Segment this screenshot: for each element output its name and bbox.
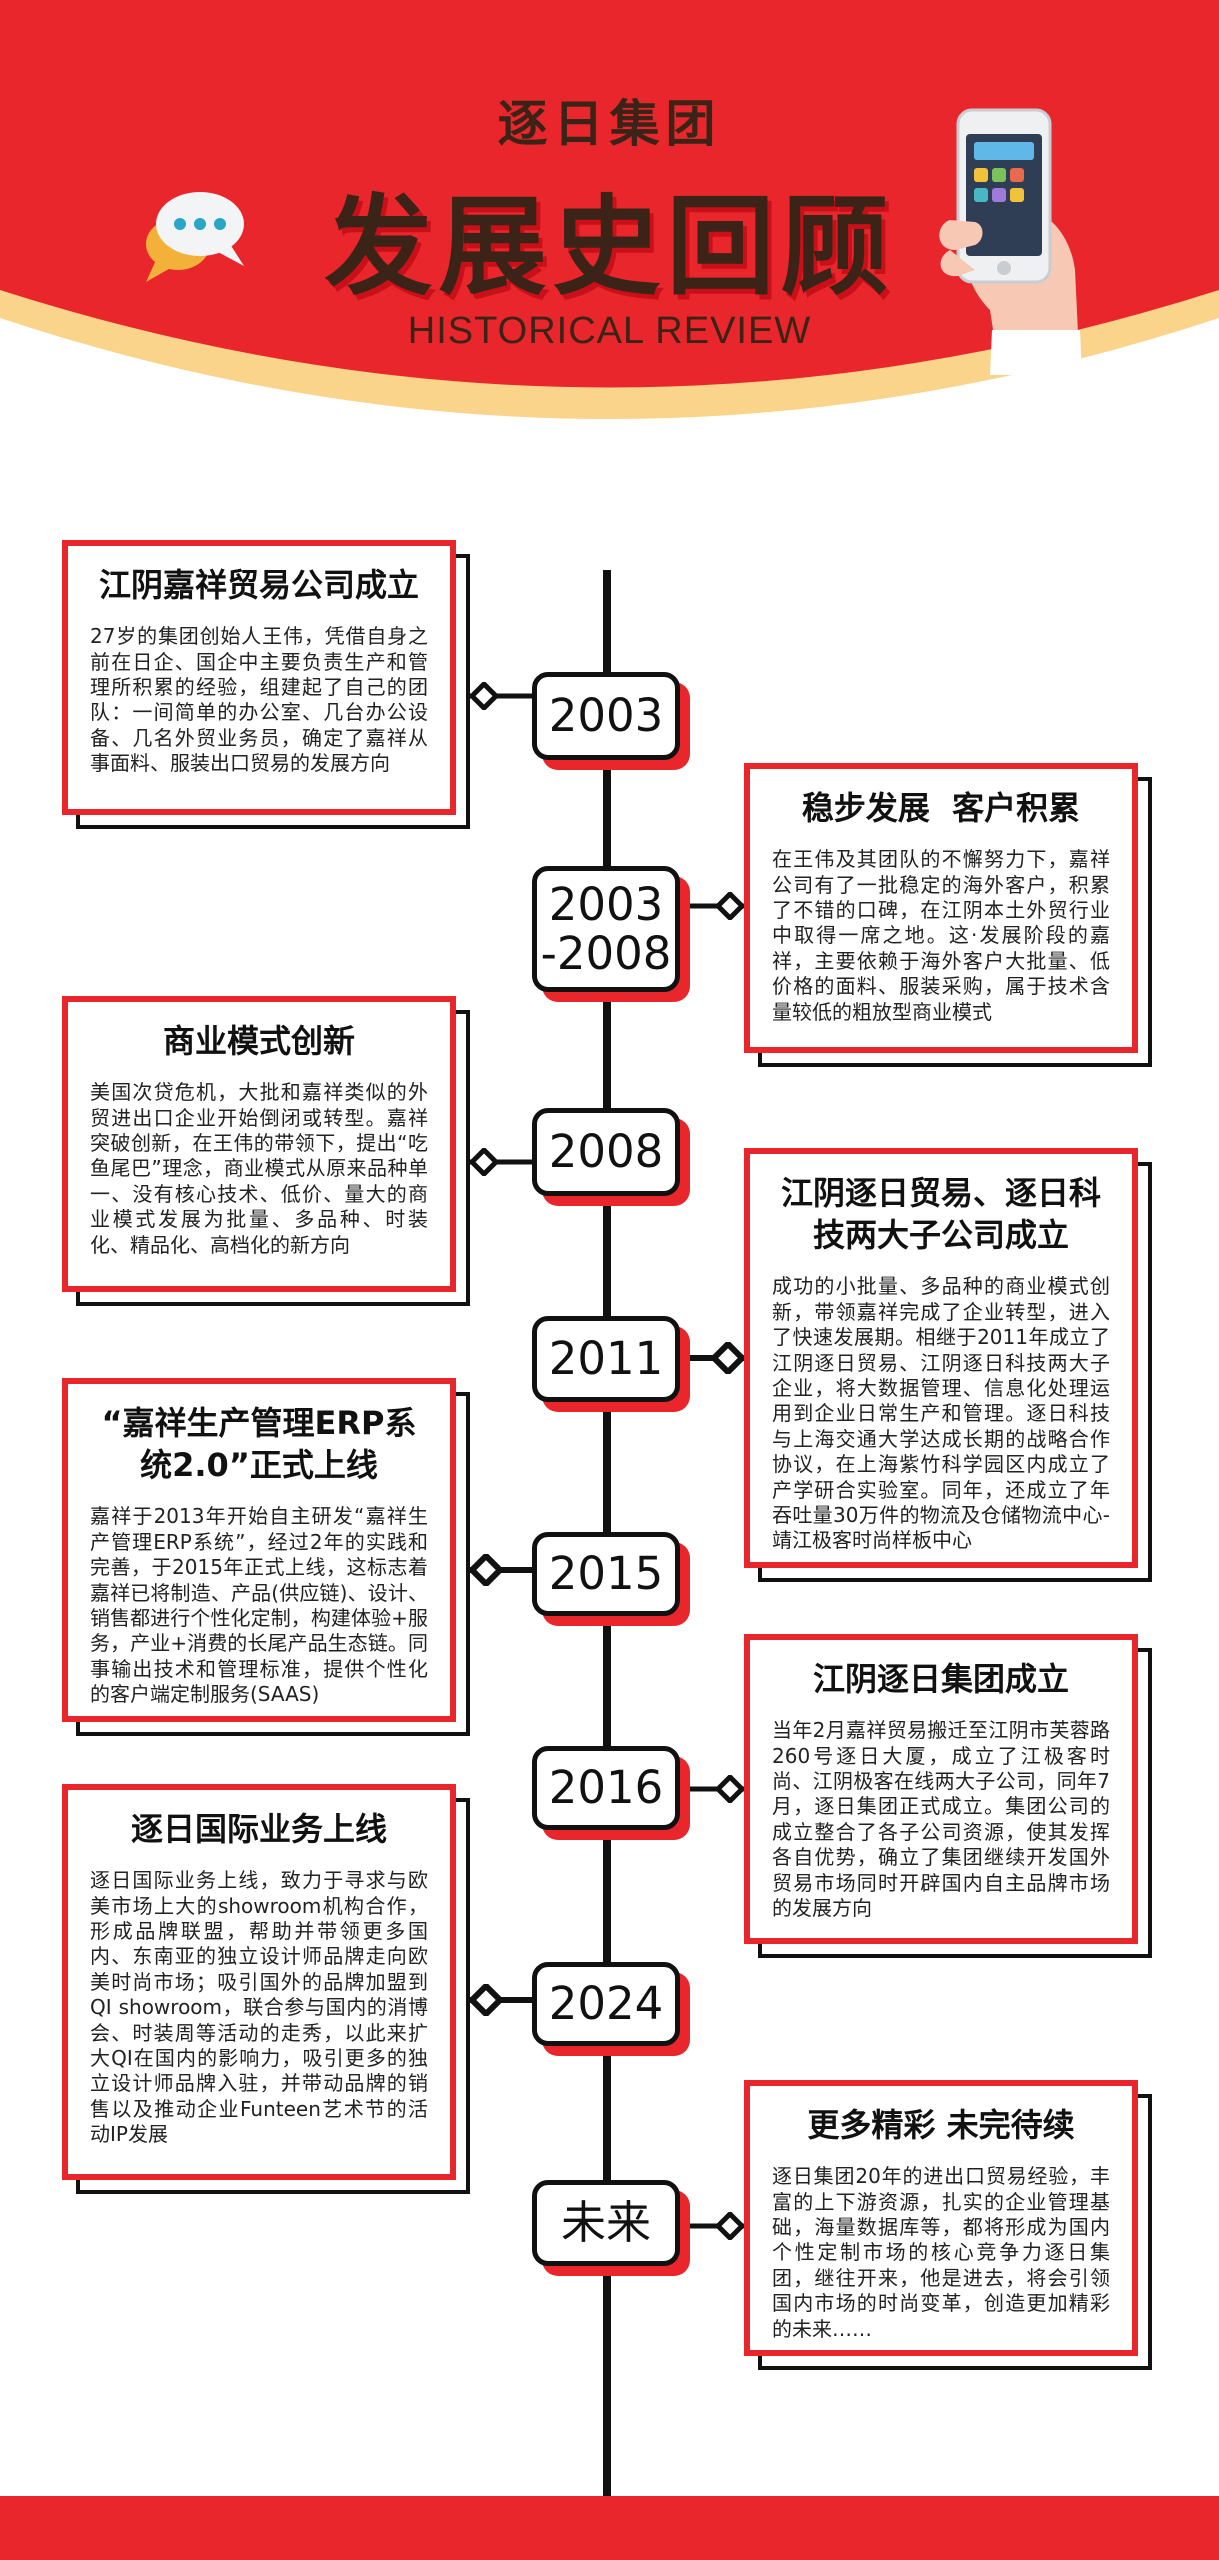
card-title: 江阴逐日集团成立 [812,1660,1069,1698]
card-face: 江阴逐日集团成立 当年2月嘉祥贸易搬迁至江阴市芙蓉路260号逐日大厦，成立了江极… [744,1634,1138,1944]
card-title: 江阴嘉祥贸易公司成立 [98,566,419,604]
year-badge-2024: 2024 [532,1962,680,2046]
timeline-card-2016: 江阴逐日集团成立 当年2月嘉祥贸易搬迁至江阴市芙蓉路260号逐日大厦，成立了江极… [744,1634,1152,1958]
chat-bubble-icon [146,192,244,282]
year-badge-2011: 2011 [532,1316,680,1402]
year-badge-future: 未来 [532,2180,680,2266]
card-face: 更多精彩 未完待续 逐日集团20年的进出口贸易经验，丰富的上下游资源，扎实的企业… [744,2080,1138,2356]
header-banner: 逐日集团 发展史回顾 HISTORICAL REVIEW [0,0,1219,470]
card-text: 逐日集团20年的进出口贸易经验，丰富的上下游资源，扎实的企业管理基础，海量数据库… [772,2164,1110,2341]
year-badge-2008: 2008 [532,1108,680,1196]
timeline-card-2003-2008: 稳步发展 客户积累 在王伟及其团队的不懈努力下，嘉祥公司有了一批稳定的海外客户，… [744,763,1152,1067]
year-badge-2003: 2003 [532,672,680,760]
card-text: 当年2月嘉祥贸易搬迁至江阴市芙蓉路260号逐日大厦，成立了江极客时尚、江阴极客在… [772,1718,1110,1920]
card-text: 成功的小批量、多品种的商业模式创新，带领嘉祥完成了企业转型，进入了快速发展期。相… [772,1274,1110,1553]
timeline-card-2015: “嘉祥生产管理ERP系统2.0”正式上线 嘉祥于2013年开始自主研发“嘉祥生产… [62,1378,470,1736]
card-face: “嘉祥生产管理ERP系统2.0”正式上线 嘉祥于2013年开始自主研发“嘉祥生产… [62,1378,456,1722]
card-face: 江阴逐日贸易、逐日科技两大子公司成立 成功的小批量、多品种的商业模式创新，带领嘉… [744,1148,1138,1568]
card-text: 美国次贷危机，大批和嘉祥类似的外贸进出口企业开始倒闭或转型。嘉祥突破创新，在王伟… [90,1080,428,1257]
timeline-card-2024: 逐日国际业务上线 逐日国际业务上线，致力于寻求与欧美市场上大的showroom机… [62,1784,470,2194]
card-text: 嘉祥于2013年开始自主研发“嘉祥生产管理ERP系统”，经过2年的实践和完善，于… [90,1504,428,1707]
card-title: 江阴逐日贸易、逐日科技两大子公司成立 [780,1174,1101,1255]
card-title: 稳步发展 客户积累 [801,789,1081,827]
year-badge-2015: 2015 [532,1532,680,1616]
timeline-card-future: 更多精彩 未完待续 逐日集团20年的进出口贸易经验，丰富的上下游资源，扎实的企业… [744,2080,1152,2370]
year-badge-2003-2008: 2003 -2008 [532,866,680,992]
card-text: 逐日国际业务上线，致力于寻求与欧美市场上大的showroom机构合作，形成品牌联… [90,1868,428,2147]
card-face: 逐日国际业务上线 逐日国际业务上线，致力于寻求与欧美市场上大的showroom机… [62,1784,456,2180]
header-background [0,0,1219,419]
timeline-card-2011: 江阴逐日贸易、逐日科技两大子公司成立 成功的小批量、多品种的商业模式创新，带领嘉… [744,1148,1152,1582]
card-title: “嘉祥生产管理ERP系统2.0”正式上线 [101,1404,417,1485]
card-text: 在王伟及其团队的不懈努力下，嘉祥公司有了一批稳定的海外客户，积累了不错的口碑，在… [772,847,1110,1024]
card-title: 商业模式创新 [162,1022,355,1060]
footer-bar [0,2496,1219,2560]
card-title: 更多精彩 未完待续 [807,2106,1075,2144]
year-badge-2016: 2016 [532,1746,680,1830]
card-face: 商业模式创新 美国次贷危机，大批和嘉祥类似的外贸进出口企业开始倒闭或转型。嘉祥突… [62,996,456,1292]
card-face: 江阴嘉祥贸易公司成立 27岁的集团创始人王伟，凭借自身之前在日企、国企中主要负责… [62,540,456,815]
card-title: 逐日国际业务上线 [130,1810,387,1848]
timeline-card-2008: 商业模式创新 美国次贷危机，大批和嘉祥类似的外贸进出口企业开始倒闭或转型。嘉祥突… [62,996,470,1306]
company-name: 逐日集团 [497,95,722,153]
smartphone-hand-icon [939,108,1082,375]
page-subtitle: HISTORICAL REVIEW [407,310,812,352]
timeline-card-2003: 江阴嘉祥贸易公司成立 27岁的集团创始人王伟，凭借自身之前在日企、国企中主要负责… [62,540,470,829]
card-text: 27岁的集团创始人王伟，凭借自身之前在日企、国企中主要负责生产和管理所积累的经验… [90,624,428,776]
page-title: 发展史回顾 [324,185,895,310]
card-face: 稳步发展 客户积累 在王伟及其团队的不懈努力下，嘉祥公司有了一批稳定的海外客户，… [744,763,1138,1053]
